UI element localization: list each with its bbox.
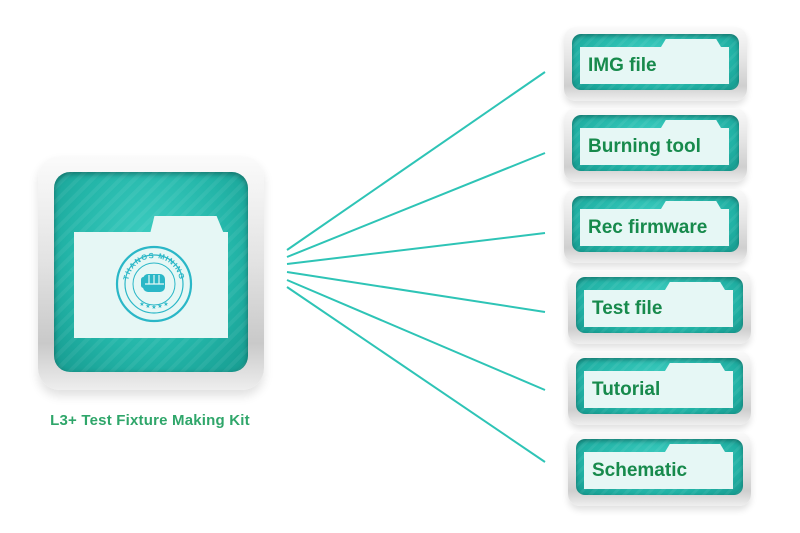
file-tile-test-file[interactable]: Test file [568,270,751,344]
main-caption: L3+ Test Fixture Making Kit [50,412,250,429]
svg-text:★: ★ [139,301,144,308]
file-label: IMG file [580,47,729,84]
connector-burning-tool [286,152,546,258]
file-tile-burning-tool[interactable]: Burning tool [564,108,747,182]
folder-tab [665,282,725,290]
file-tile-face: Tutorial [576,358,743,414]
folder-tab [665,444,725,452]
file-label: Burning tool [580,128,729,165]
folder-tab [661,39,721,47]
file-label: Rec firmware [580,209,729,246]
svg-text:★: ★ [157,303,162,310]
file-tile-tutorial[interactable]: Tutorial [568,351,751,425]
file-label: Tutorial [584,371,733,408]
file-tile-face: Test file [576,277,743,333]
file-tile-face: Burning tool [572,115,739,171]
folder-tab [661,201,721,209]
connector-rec-firmware [286,232,546,265]
kit-folder-tile-face: THANOS MINING ★ ★ ★ ★ [54,172,248,372]
fist-emblem-icon: THANOS MINING ★ ★ ★ ★ [115,245,193,323]
folder-tab [150,216,224,234]
kit-folder-tile[interactable]: THANOS MINING ★ ★ ★ ★ [38,156,264,390]
file-tile-schematic[interactable]: Schematic [568,432,751,506]
svg-text:★: ★ [151,304,156,311]
file-tile-face: Schematic [576,439,743,495]
file-label: Test file [584,290,733,327]
folder-icon: THANOS MINING ★ ★ ★ ★ [74,232,228,338]
file-tile-rec-firmware[interactable]: Rec firmware [564,189,747,263]
file-tile-img-file[interactable]: IMG file [564,27,747,101]
file-label: Schematic [584,452,733,489]
connector-test-file [286,271,546,313]
connector-img-file [286,71,546,251]
svg-text:★: ★ [163,301,168,308]
svg-text:★: ★ [145,303,150,310]
connector-schematic [286,286,546,463]
file-tile-face: IMG file [572,34,739,90]
folder-tab [665,363,725,371]
folder-tab [661,120,721,128]
connector-tutorial [286,279,546,391]
file-tile-face: Rec firmware [572,196,739,252]
